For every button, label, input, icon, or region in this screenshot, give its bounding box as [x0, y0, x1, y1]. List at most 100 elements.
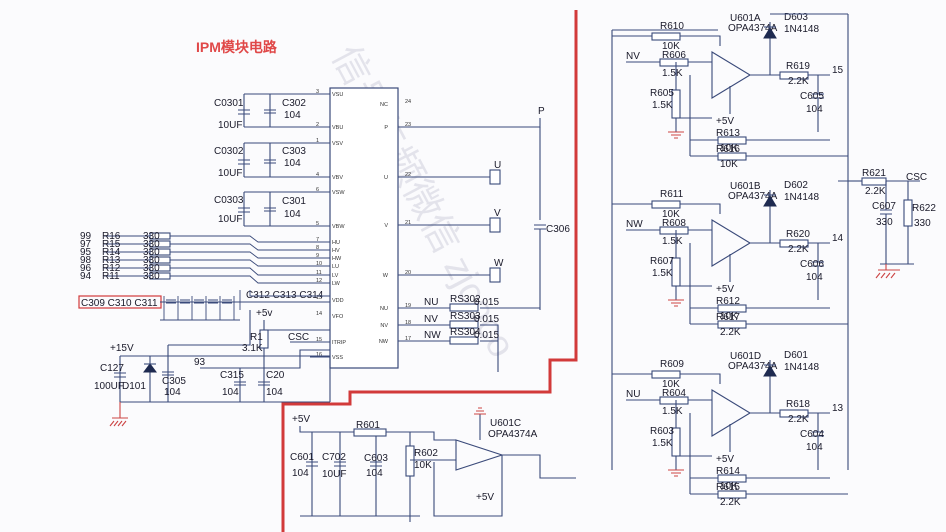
c702-value: 10UF: [322, 469, 346, 480]
input-resistor-label: R12: [102, 263, 121, 274]
input-wire: [104, 267, 330, 276]
cap-label: C301: [282, 196, 306, 207]
ipm-pin-name: VBV: [332, 175, 343, 181]
ipm-pin-name: LW: [332, 281, 341, 287]
ipm-pin-number: 10: [316, 261, 322, 267]
r2-value: 10K: [720, 481, 738, 492]
csc-label: CSC: [288, 332, 309, 343]
r3-resistor: [717, 320, 747, 329]
rfb-label: R611: [660, 189, 684, 200]
input-net-label: 94: [80, 271, 92, 282]
shunt-name: RS303: [450, 311, 481, 322]
c607-value: 330: [876, 217, 893, 228]
output-w-label: W: [494, 258, 504, 269]
input-resistor-value: 330: [143, 231, 160, 242]
rout-label: R619: [786, 61, 810, 72]
rfb-resistor: [651, 32, 681, 41]
r2-label: R613: [716, 128, 740, 139]
ipm-pin-number: 2: [316, 122, 319, 128]
cap-label: C604: [800, 429, 824, 440]
input-resistor-label: R15: [102, 239, 121, 250]
ipm-pin-number: 17: [405, 336, 411, 342]
rin-label: R608: [662, 218, 686, 229]
ipm-module: VSU3VBU2VSV1VBV4VSW6VBW5HU7HV8HW9LU10LV1…: [316, 87, 411, 369]
r3-resistor: [717, 152, 747, 161]
r621-resistor: [861, 177, 887, 186]
cap-group-b-label: C312 C313 C314: [246, 290, 324, 301]
ipm-pin-number: 15: [316, 337, 322, 343]
ipm-pin-number: 14: [316, 311, 322, 317]
opamp-part: OPA4374A: [728, 191, 778, 202]
diode-label: D602: [784, 180, 808, 191]
shunt-value: 0.015: [474, 297, 499, 308]
ipm-pin-name: VFO: [332, 314, 344, 320]
amp-wire: [689, 413, 848, 495]
diode-value: 1N4148: [784, 192, 819, 203]
r602-label: R602: [414, 448, 438, 459]
input-resistor: [149, 232, 171, 240]
c607-label: C607: [872, 201, 896, 212]
rin-value: 1.5K: [662, 68, 683, 79]
r602-resistor: [405, 445, 415, 477]
ipm-pin-name: VSW: [332, 190, 345, 196]
ipm-pin-name: V: [384, 223, 388, 229]
input-net: NU: [626, 389, 640, 400]
r3-value: 2.2K: [720, 497, 741, 508]
ref-5v-label: +5V: [292, 414, 310, 425]
ref-5v-bottom-label: +5V: [476, 492, 494, 503]
ipm-pin-number: 22: [405, 172, 411, 178]
r621-value: 2.2K: [865, 186, 886, 197]
cap-value: 104: [284, 209, 301, 220]
rfb-resistor: [651, 200, 681, 209]
u601c-part: OPA4374A: [488, 429, 538, 440]
cap-value: 10UF: [218, 214, 242, 225]
input-resistor-label: R16: [102, 231, 121, 242]
rg-resistor: [671, 89, 681, 119]
rin-label: R606: [662, 50, 686, 61]
output-v-label: V: [494, 208, 501, 219]
diode-icon: [143, 363, 157, 373]
diode-icon: [763, 195, 777, 207]
c315-label: C315: [220, 370, 244, 381]
input-wire: [104, 275, 330, 284]
input-resistor: [149, 240, 171, 248]
ipm-pin-number: 6: [316, 187, 319, 193]
c305-value: 104: [164, 387, 181, 398]
ipm-pin-name: VBW: [332, 224, 345, 230]
diode-icon: [763, 365, 777, 377]
opamp-label: U601A: [730, 13, 761, 24]
input-resistor-label: R14: [102, 247, 121, 258]
ground-icon: [668, 469, 684, 477]
input-resistor-label: R13: [102, 255, 121, 266]
ground-icon: [668, 131, 684, 139]
ipm-pin-name: ITRIP: [332, 340, 346, 346]
amp-wire: [812, 93, 824, 99]
input-net-label: 96: [80, 263, 92, 274]
opamp-part: OPA4374A: [728, 23, 778, 34]
rg-resistor: [671, 257, 681, 287]
ipm-pin-number: 1: [316, 138, 319, 144]
supply-15v-label: +15V: [110, 343, 134, 354]
input-resistor: [149, 272, 171, 280]
input-resistor-value: 330: [143, 247, 160, 258]
rout-value: 2.2K: [788, 414, 809, 425]
rout-label: R618: [786, 399, 810, 410]
rfb-label: R609: [660, 359, 684, 370]
cap-value: 104: [284, 158, 301, 169]
rs303-resistor: [449, 320, 479, 329]
amp-wire: [750, 74, 830, 132]
r3-label: R616: [716, 144, 740, 155]
output-net: 14: [832, 233, 844, 244]
output-p-label: P: [538, 106, 545, 117]
cap-value: 104: [806, 272, 823, 283]
opamp-part: OPA4374A: [728, 361, 778, 372]
r3-value: 10K: [720, 159, 738, 170]
input-resistor-label: R11: [102, 271, 120, 282]
c127-value: 100UF: [94, 381, 124, 392]
rin-resistor: [659, 226, 689, 235]
ipm-body: [329, 87, 399, 369]
c20-label: C20: [266, 370, 285, 381]
rg-label: R603: [650, 426, 674, 437]
csc-output-label: CSC: [906, 172, 927, 183]
